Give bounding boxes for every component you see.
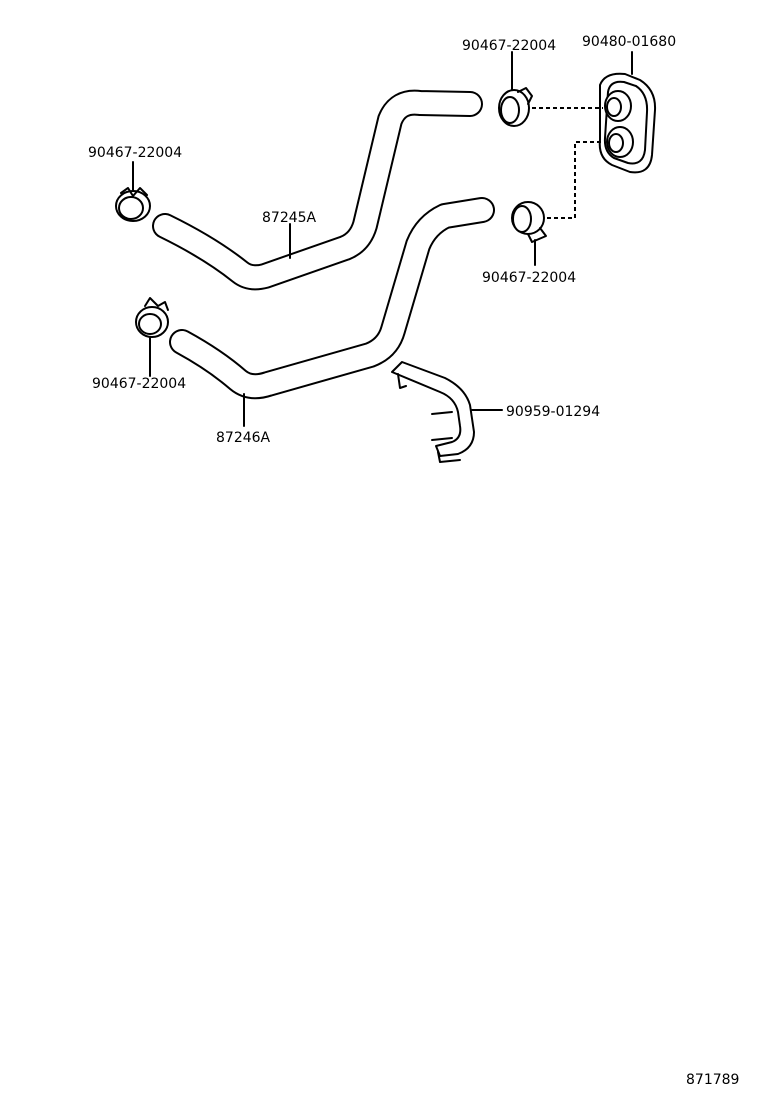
hose-87245a[interactable] xyxy=(152,89,483,291)
grommet[interactable] xyxy=(598,72,657,174)
label-clamp-bottom-left: 90467-22004 xyxy=(92,376,186,392)
label-clamp-mid-right: 90467-22004 xyxy=(482,270,576,286)
clamp-bottom-left[interactable] xyxy=(135,297,169,338)
hose-87246a[interactable] xyxy=(169,197,495,400)
clamp-top-left[interactable] xyxy=(115,187,151,222)
label-bracket: 90959-01294 xyxy=(506,404,600,420)
clamp-top-right[interactable] xyxy=(498,87,533,127)
clamp-mid-right[interactable] xyxy=(511,201,547,243)
label-clamp-top-right: 90467-22004 xyxy=(462,38,556,54)
label-clamp-top-left: 90467-22004 xyxy=(88,145,182,161)
diagram-number: 871789 xyxy=(686,1072,739,1088)
label-hose-upper: 87245A xyxy=(262,210,317,226)
connection-lines xyxy=(532,107,605,219)
label-hose-lower: 87246A xyxy=(216,430,271,446)
label-grommet: 90480-01680 xyxy=(582,34,676,50)
bracket-clamp[interactable] xyxy=(391,361,475,463)
leader-lines xyxy=(132,51,633,427)
